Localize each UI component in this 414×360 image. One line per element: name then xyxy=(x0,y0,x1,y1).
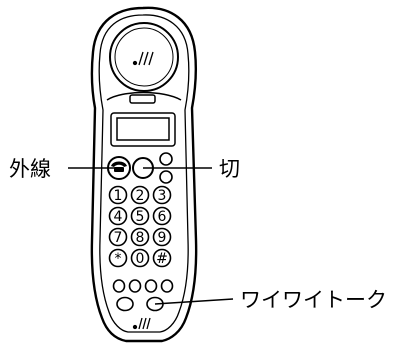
key-label: 5 xyxy=(136,209,145,225)
earpiece-speaker xyxy=(109,22,179,92)
key-button[interactable] xyxy=(152,227,172,247)
function-button-3[interactable] xyxy=(144,279,158,293)
key-label: 9 xyxy=(158,230,167,246)
handset-outer-outline xyxy=(90,6,198,343)
key-label: 8 xyxy=(136,230,145,246)
end-call-label: 切 xyxy=(219,157,240,181)
key-button[interactable] xyxy=(130,227,150,247)
key-label: * xyxy=(115,251,122,267)
walkie-talkie-callout xyxy=(154,298,234,305)
key-button[interactable] xyxy=(152,206,172,226)
speaker-grille-icon xyxy=(132,51,154,66)
key-label: 3 xyxy=(158,188,167,204)
key-label: 0 xyxy=(136,251,145,267)
key-label: 4 xyxy=(114,209,123,225)
key-label: 7 xyxy=(114,230,123,246)
function-buttons xyxy=(112,279,174,293)
outside-line-label: 外線 xyxy=(9,157,51,181)
function-button-2[interactable] xyxy=(128,279,142,293)
handset-body xyxy=(90,6,198,343)
key-button[interactable] xyxy=(152,185,172,205)
handset-inner-outline xyxy=(98,14,190,333)
outside-line-button[interactable] xyxy=(107,156,131,180)
key-button[interactable] xyxy=(130,185,150,205)
key-button[interactable] xyxy=(108,185,128,205)
side-button-bottom[interactable] xyxy=(159,170,173,184)
key-label: # xyxy=(156,251,168,267)
bottom-left-button[interactable] xyxy=(116,296,134,312)
function-button-4[interactable] xyxy=(160,279,174,293)
key-button[interactable] xyxy=(130,248,150,268)
key-label: 1 xyxy=(114,188,123,204)
key-button[interactable] xyxy=(108,227,128,247)
walkie-talkie-label: ワイワイトーク xyxy=(240,288,387,312)
key-button[interactable] xyxy=(108,248,128,268)
hook-clip xyxy=(129,94,156,104)
display xyxy=(110,112,176,147)
key-button[interactable] xyxy=(130,206,150,226)
key-button[interactable] xyxy=(108,206,128,226)
key-label: 2 xyxy=(136,188,145,204)
phone-handset-icon xyxy=(111,161,127,172)
key-button[interactable] xyxy=(152,248,172,268)
side-button-top[interactable] xyxy=(159,152,173,166)
function-button-1[interactable] xyxy=(112,279,126,293)
earpiece-panel-edge xyxy=(106,91,182,101)
microphone-grille-icon xyxy=(132,317,151,330)
key-label: 6 xyxy=(158,209,167,225)
